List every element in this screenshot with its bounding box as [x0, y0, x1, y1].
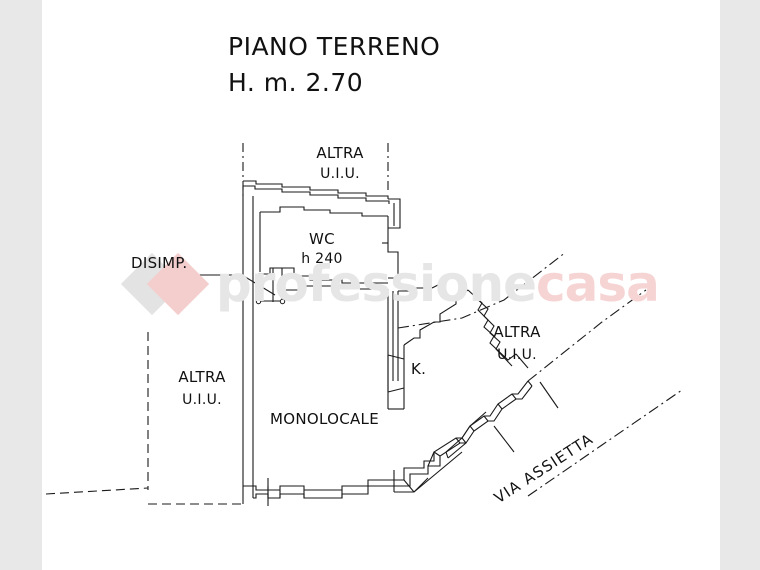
facade-openings — [427, 411, 487, 467]
leader-line-hallway — [195, 274, 276, 296]
left-gutter — [0, 0, 42, 570]
label-top-neighbour-line2: U.I.U. — [320, 166, 360, 182]
right-gutter — [720, 0, 760, 570]
window-mullion-marks — [267, 470, 395, 506]
wall-bathroom — [259, 206, 389, 272]
plan-canvas: professionecasa PIANO TERRENO H. m. 2.70… — [42, 0, 720, 570]
window-kitchen-interior — [387, 354, 405, 393]
page-title-line2: H. m. 2.70 — [228, 68, 364, 97]
label-kitchen: K. — [411, 360, 427, 378]
floor-plan-drawing — [45, 143, 683, 506]
boundary-line-left-unit — [45, 332, 242, 505]
wall-exterior-bottom — [243, 479, 394, 499]
wall-kitchen-inner — [473, 295, 513, 367]
street-boundary-ticks — [493, 381, 559, 453]
label-left-neighbour-line2: U.I.U. — [182, 392, 222, 408]
page-title-line1: PIANO TERRENO — [228, 32, 441, 61]
wall-exterior-left — [242, 186, 254, 504]
label-left-neighbour-line1: ALTRA — [178, 368, 226, 386]
wall-hallway — [257, 267, 388, 302]
label-bathroom: WC — [309, 230, 335, 248]
label-top-neighbour-line1: ALTRA — [316, 144, 364, 162]
wall-kitchen — [398, 276, 529, 369]
label-right-neighbour-line2: U.I.U. — [497, 347, 537, 363]
label-main-room: MONOLOCALE — [270, 410, 379, 428]
wall-top-divider — [243, 180, 390, 204]
label-bathroom-height: h 240 — [301, 251, 343, 267]
street-boundary-upper — [397, 251, 567, 329]
street-boundary-kerb — [527, 289, 647, 382]
door-pivot-markers — [255, 298, 286, 305]
label-hallway: DISIMP. — [131, 254, 188, 272]
wall-facade-street — [394, 380, 533, 493]
street-boundary-lower — [527, 389, 683, 497]
label-right-neighbour-line1: ALTRA — [493, 323, 541, 341]
wall-detail-upper-right — [382, 198, 401, 279]
wall-interior-vertical — [387, 289, 405, 410]
